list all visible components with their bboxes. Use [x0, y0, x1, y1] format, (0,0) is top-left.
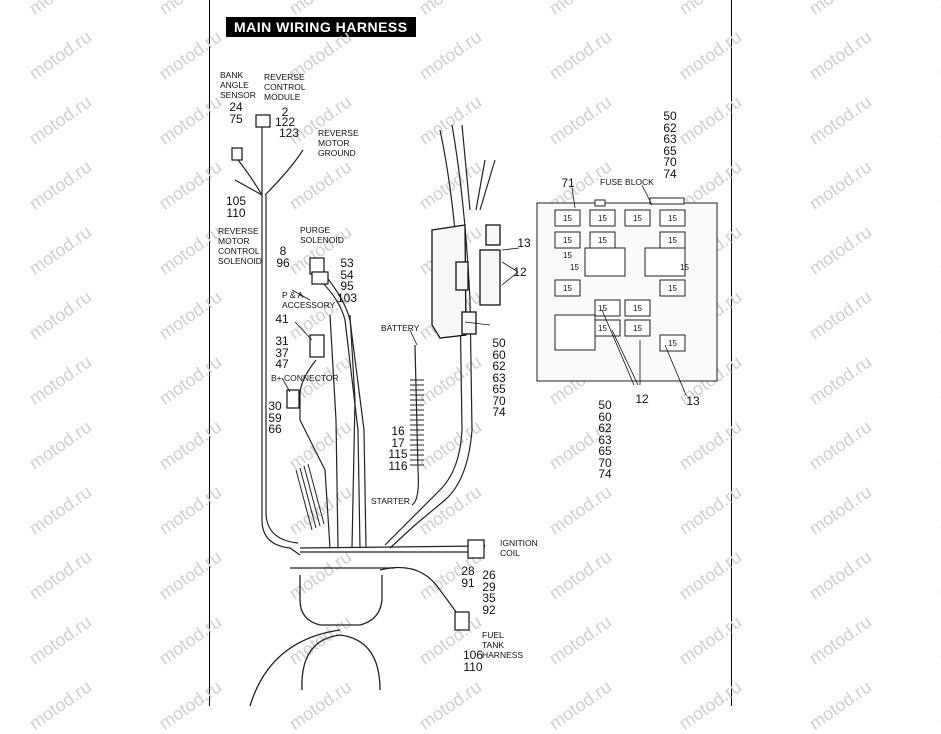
- callout-bank-angle: 24 75: [229, 100, 243, 126]
- relay-holder: [431, 224, 501, 339]
- callout-pa-a: 41: [275, 312, 289, 326]
- fuse-block-label: FUSE BLOCK: [600, 177, 654, 187]
- rcm-connector: [255, 114, 271, 128]
- conduit: [295, 463, 325, 531]
- pa-accessory-label: P & A ACCESSORY: [282, 290, 336, 310]
- fuse-label: 15: [563, 214, 572, 223]
- fuse-label: 15: [633, 324, 642, 333]
- reverse-motor-control-solenoid-label: REVERSE MOTOR CONTROL SOLENOID: [218, 226, 262, 266]
- wiring-diagram: 15 15 15 15 15 15 15 15 15 15 15 15 15 15 15 15 15: [231, 114, 718, 706]
- fuse-label: 15: [598, 304, 607, 313]
- reverse-motor-ground-label: REVERSE MOTOR GROUND: [318, 128, 359, 158]
- fuse-block: [536, 197, 718, 382]
- callout-relay-13: 13: [517, 236, 531, 250]
- callout-fuse-bottom: 50 60 62 63 65 70 74: [598, 398, 612, 481]
- callout-fuse-12: 12: [635, 392, 649, 406]
- callout-bplus: 30 59 66: [268, 399, 282, 436]
- fuse-label: 15: [598, 236, 607, 245]
- callout-fuse-13: 13: [686, 394, 700, 408]
- callout-fuel: 106 110: [462, 648, 484, 674]
- callout-fuse-top: 50 62 63 65 70 74: [663, 109, 677, 181]
- callout-purge-b: 53 54 95 103: [336, 256, 358, 305]
- fuse-label: 15: [570, 263, 579, 272]
- fuse-label: 15: [680, 263, 689, 272]
- fuel-tank-connector: [454, 611, 470, 631]
- callout-ign-b: 26 29 35 92: [482, 568, 496, 617]
- fuse-label: 15: [668, 236, 677, 245]
- fuel-tank-harness-label: FUEL TANK HARNESS: [482, 630, 524, 660]
- fuse-label: 15: [668, 214, 677, 223]
- main-trunk-wire: [261, 195, 301, 556]
- purge-solenoid-label: PURGE SOLENOID: [300, 225, 344, 245]
- ignition-coil-connector: [467, 539, 485, 559]
- ignition-coil-label: IGNITION COIL: [500, 538, 538, 558]
- callout-battery: 16 17 115 116: [388, 424, 408, 473]
- fuse-label: 15: [563, 251, 572, 260]
- callout-ign-a: 28 91: [461, 564, 475, 590]
- callout-pa-b: 31 37 47: [275, 334, 289, 371]
- drawing-frame: [209, 0, 732, 706]
- bank-angle-sensor-label: BANK ANGLE SENSOR: [220, 70, 256, 100]
- callout-relay-12: 12: [513, 265, 527, 279]
- callout-rcm-c: 123: [278, 126, 300, 140]
- bank-angle-connector: [231, 147, 243, 161]
- reverse-control-module-label: REVERSE CONTROL MODULE: [264, 72, 306, 102]
- fuse-label: 15: [598, 214, 607, 223]
- b-plus-connector-label: B+ CONNECTOR: [271, 373, 339, 383]
- fuse-label: 15: [633, 214, 642, 223]
- pa-connector: [309, 334, 325, 358]
- frame-outline: [249, 567, 395, 706]
- callout-rcm-b: 122: [274, 115, 296, 129]
- page-title: MAIN WIRING HARNESS: [226, 17, 416, 37]
- fuse-label: 15: [598, 324, 607, 333]
- callout-mid-fuse: 50 60 62 63 65 70 74: [492, 336, 506, 419]
- starter-label: STARTER: [371, 496, 410, 506]
- callout-rcm-a: 2: [281, 105, 289, 119]
- battery-cable-coil: [410, 379, 424, 466]
- fuse-label: 15: [563, 236, 572, 245]
- callout-purge-a: 8 96: [276, 244, 290, 270]
- fuse-label: 15: [668, 339, 677, 348]
- bplus-connector: [286, 389, 300, 409]
- callout-rmcs: 105 110: [225, 194, 247, 220]
- fuse-label: 15: [668, 284, 677, 293]
- callout-fuse-71: 71: [561, 176, 575, 190]
- fuse-label: 15: [633, 304, 642, 313]
- fuse-label: 15: [563, 284, 572, 293]
- purge-connector-b: [311, 271, 329, 285]
- battery-label: BATTERY: [381, 323, 420, 333]
